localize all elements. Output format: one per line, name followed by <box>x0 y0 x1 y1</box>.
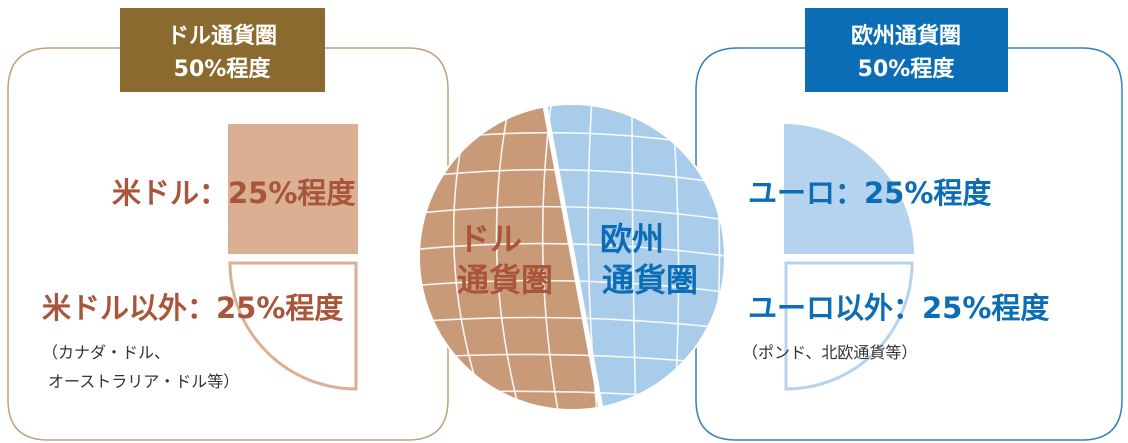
euro-bloc-panel: 欧州通貨圏 50%程度 ユーロ：25%程度 ユーロ以外：25%程度 （ポンド、北… <box>695 8 1123 441</box>
globe-dollar-label-line2: 通貨圏 <box>457 261 553 299</box>
eur-pie-slice <box>784 124 914 254</box>
eur-share-label: ユーロ：25%程度 <box>748 176 991 210</box>
non-usd-note-line1: （カナダ・ドル、 <box>42 343 170 362</box>
globe-euro-label-line1: 欧州 <box>600 220 664 258</box>
globe-euro-label-line2: 通貨圏 <box>602 261 698 299</box>
globe-dollar-label-line1: ドル <box>458 220 522 258</box>
globe-outline <box>418 103 726 411</box>
euro-panel-border <box>695 47 1123 441</box>
globe: ドル 通貨圏 欧州 通貨圏 <box>418 103 726 411</box>
euro-bloc-header <box>805 8 1008 92</box>
non-eur-pie-slice <box>784 261 914 391</box>
euro-header-line2: 50%程度 <box>858 56 956 82</box>
non-usd-note-line2: オーストラリア・ドル等） <box>48 372 239 391</box>
non-usd-share-label: 米ドル以外：25%程度 <box>42 291 343 325</box>
dollar-header-line2: 50%程度 <box>174 56 272 82</box>
non-usd-pie-slice <box>228 261 358 391</box>
euro-header-line1: 欧州通貨圏 <box>851 23 961 49</box>
non-eur-share-label: ユーロ以外：25%程度 <box>748 291 1049 325</box>
dollar-header-line1: ドル通貨圏 <box>167 23 277 49</box>
globe-divider <box>540 104 607 410</box>
dollar-panel-border <box>7 47 449 441</box>
dollar-bloc-panel: ドル通貨圏 50%程度 米ドル：25%程度 米ドル以外：25%程度 （カナダ・ド… <box>7 8 449 441</box>
usd-pie-slice-shape <box>228 124 358 254</box>
dollar-bloc-header <box>120 8 325 92</box>
non-eur-note: （ポンド、北欧通貨等） <box>742 343 917 362</box>
usd-share-label: 米ドル：25%程度 <box>112 176 355 210</box>
